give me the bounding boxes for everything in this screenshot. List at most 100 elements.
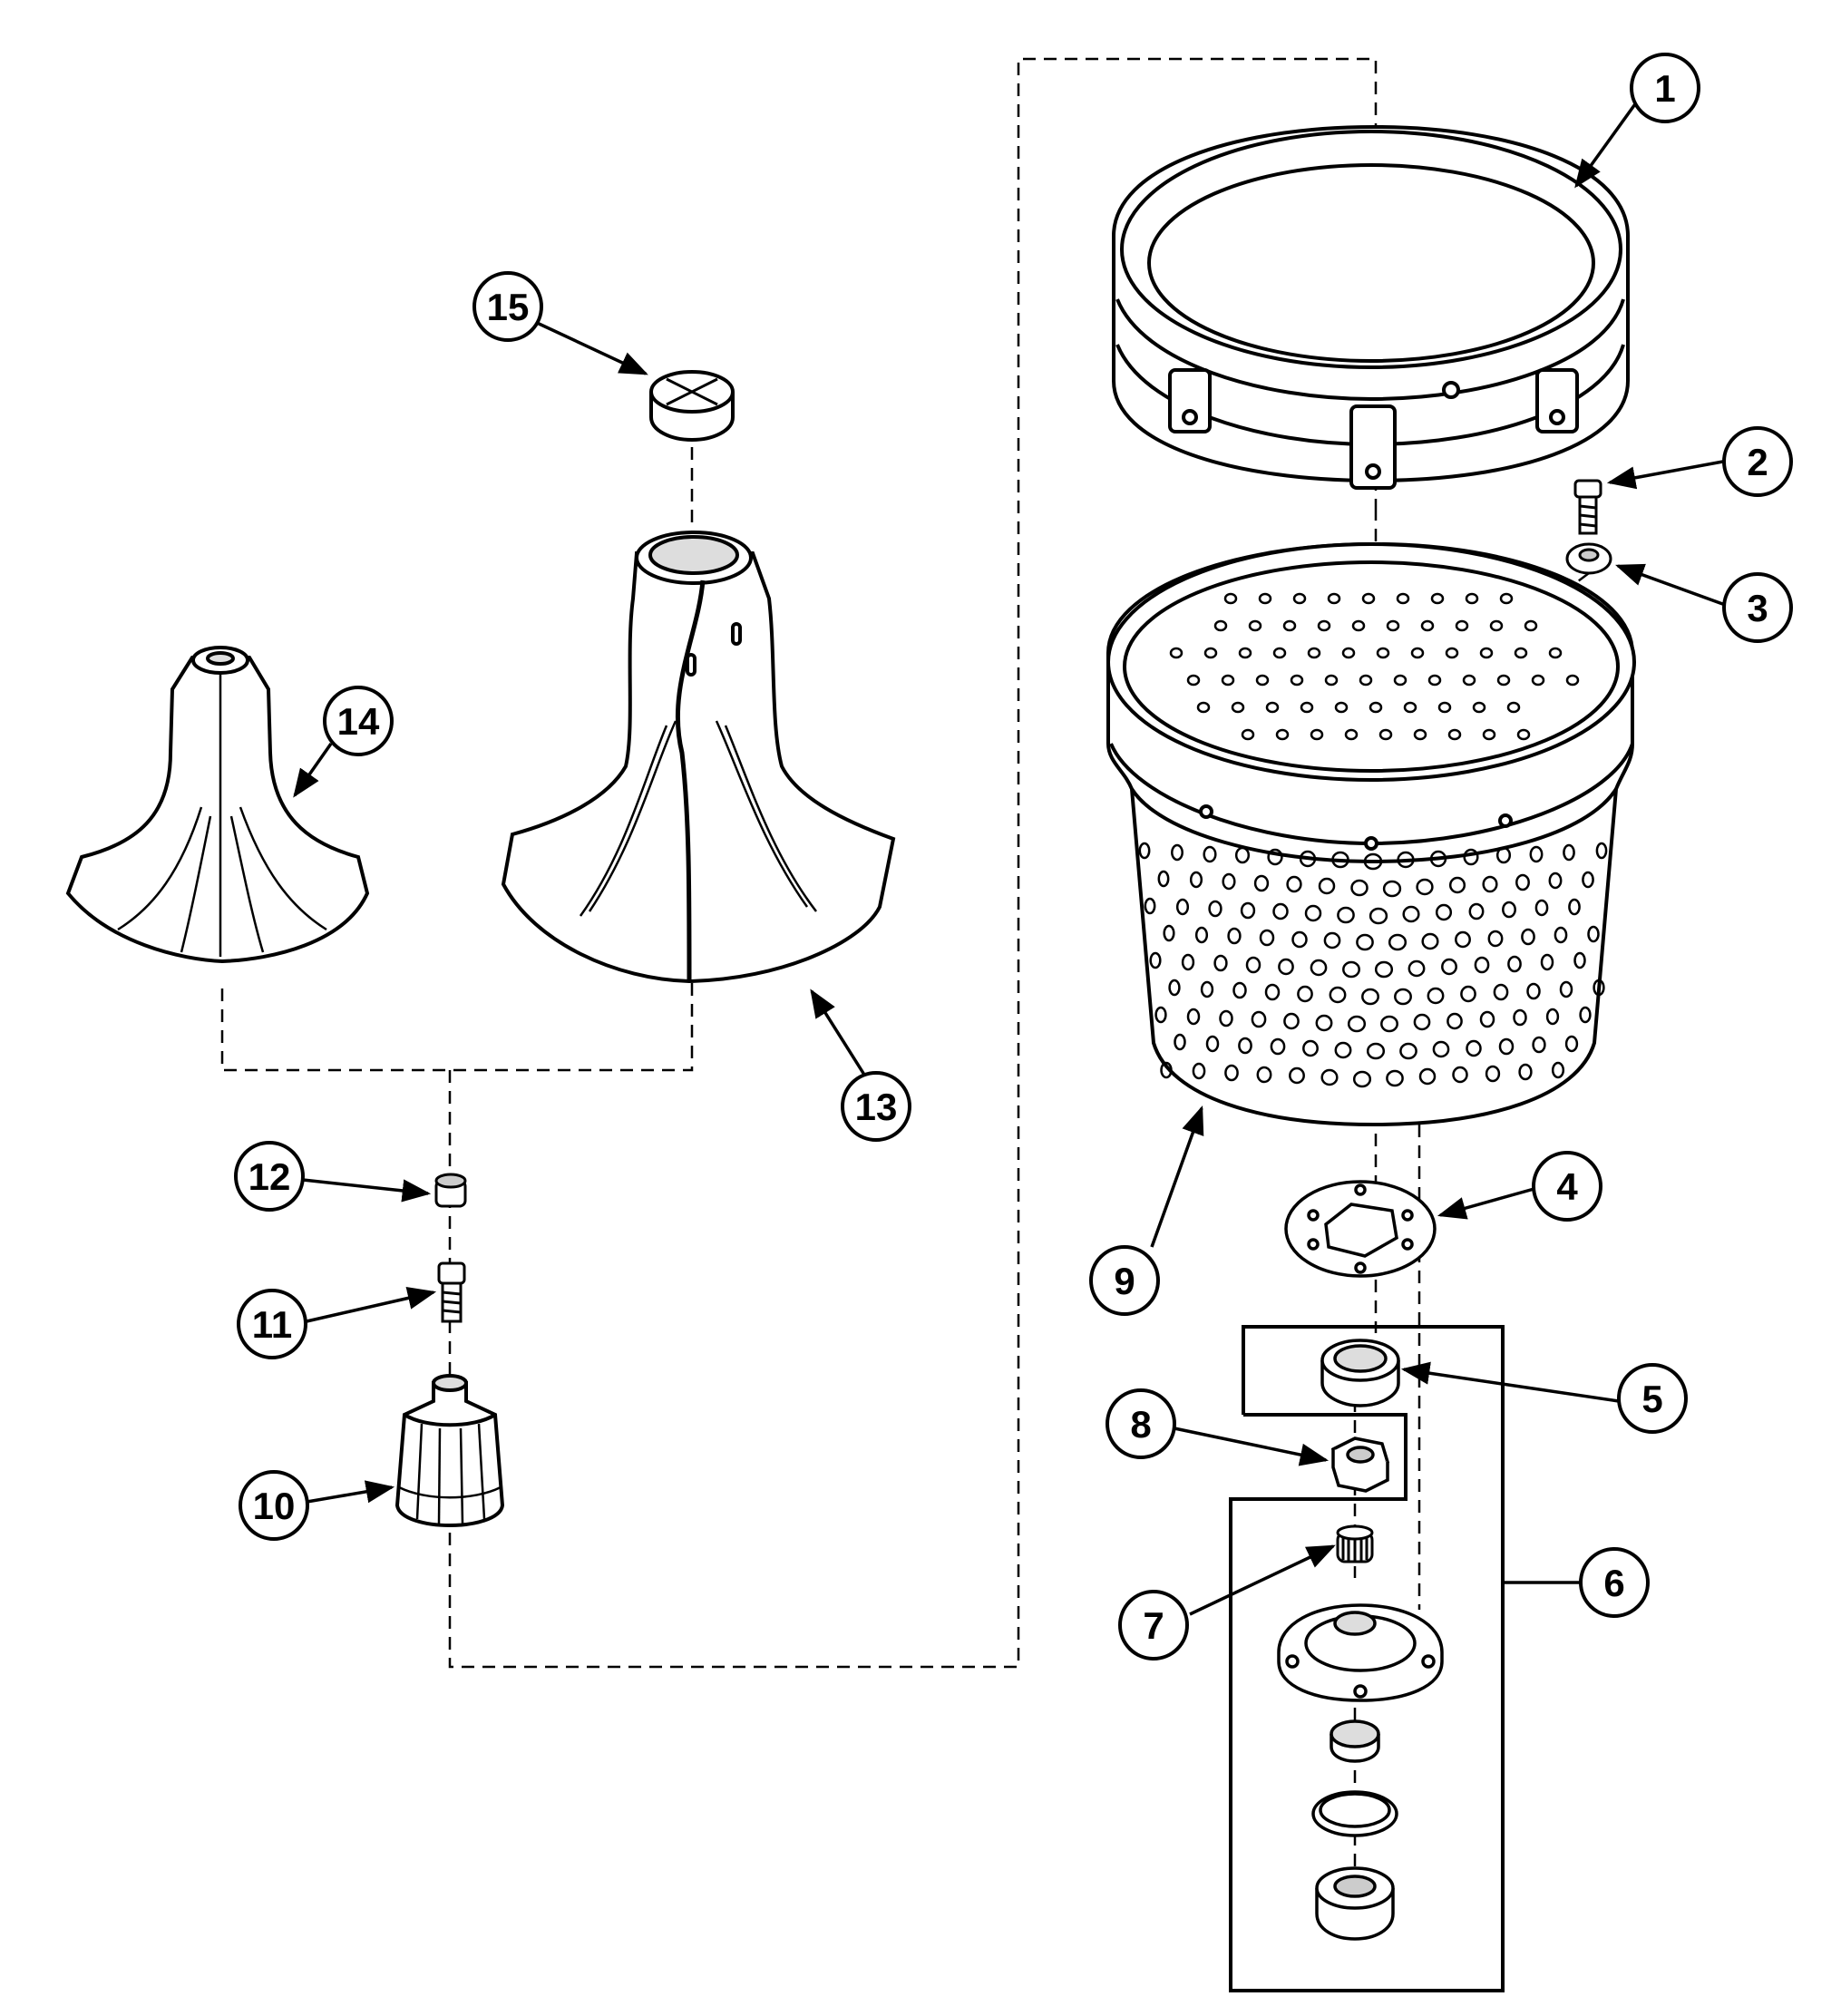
perforation-hole	[1272, 902, 1289, 920]
perforation-hole	[1565, 674, 1580, 687]
leader-arrows	[285, 100, 1729, 1616]
perforation-hole	[1521, 928, 1535, 946]
knob-part-10	[394, 1374, 505, 1528]
callout-8: 8	[1106, 1388, 1176, 1459]
callout-11: 11	[237, 1289, 307, 1359]
callout-2: 2	[1722, 426, 1793, 497]
hub-ring	[1311, 1790, 1398, 1837]
perforation-hole	[1463, 848, 1479, 866]
perforation-hole	[1231, 701, 1245, 714]
perforation-hole	[1378, 728, 1393, 741]
perforation-hole	[1427, 674, 1442, 687]
callout-9: 9	[1089, 1245, 1160, 1316]
perforation-hole	[1474, 956, 1490, 974]
perforation-hole	[1548, 647, 1563, 659]
perforation-hole	[1420, 619, 1435, 632]
perforation-hole	[1568, 898, 1581, 916]
perforation-hole	[1441, 958, 1457, 976]
perforation-hole	[1213, 954, 1228, 972]
perforation-hole	[1452, 1066, 1468, 1084]
perforation-hole	[1245, 956, 1261, 974]
perforation-hole	[1258, 592, 1272, 605]
perforation-hole	[1138, 842, 1151, 860]
perforation-hole	[1545, 1008, 1560, 1026]
perforation-hole	[1283, 1012, 1300, 1030]
perforation-hole	[1234, 846, 1251, 864]
perforation-hole	[1513, 1008, 1527, 1027]
callout-10: 10	[239, 1470, 309, 1541]
perforation-hole	[1208, 900, 1222, 918]
perforation-hole	[1462, 674, 1476, 687]
perforation-hole	[1506, 701, 1521, 714]
perforation-hole	[1289, 1066, 1305, 1085]
perforation-hole	[1482, 728, 1496, 741]
perforation-hole	[1221, 674, 1235, 687]
agitator-part-14	[65, 646, 370, 964]
perforation-hole	[1361, 988, 1379, 1006]
perforation-hole	[1267, 848, 1283, 866]
perforation-hole	[1554, 926, 1568, 944]
perforation-hole	[1344, 728, 1359, 741]
svg-text:15: 15	[487, 286, 530, 328]
perforation-hole	[1275, 728, 1290, 741]
perforation-hole	[1563, 843, 1575, 862]
perforation-hole	[1403, 701, 1417, 714]
perforation-hole	[1498, 1037, 1515, 1056]
perforation-hole	[1327, 592, 1341, 605]
perforation-hole	[1579, 1006, 1592, 1024]
callout-1: 1	[1630, 53, 1700, 123]
perforation-hole	[1331, 851, 1349, 869]
perforation-hole	[1203, 647, 1218, 659]
insert-part-12	[434, 1173, 467, 1208]
perforation-hole	[1479, 1010, 1495, 1028]
perforation-hole	[1485, 1065, 1501, 1083]
svg-text:14: 14	[337, 700, 380, 743]
perforation-hole	[1376, 647, 1390, 659]
perforation-hole	[1529, 845, 1544, 863]
perforation-hole	[1380, 1015, 1398, 1033]
svg-text:5: 5	[1641, 1378, 1662, 1420]
perforation-hole	[1356, 933, 1374, 951]
perforation-hole	[1455, 619, 1469, 632]
perforation-hole	[1472, 701, 1486, 714]
hub-bottom-seal	[1315, 1866, 1395, 1941]
perforation-hole	[1369, 907, 1388, 925]
perforation-hole	[1418, 1067, 1437, 1086]
perforation-hole	[1493, 983, 1509, 1001]
perforation-hole	[1270, 1037, 1286, 1056]
perforation-hole	[1369, 701, 1383, 714]
perforation-hole	[1334, 1041, 1352, 1059]
perforation-hole	[1430, 592, 1445, 605]
perforation-hole	[1192, 1062, 1206, 1080]
callout-4: 4	[1532, 1151, 1602, 1222]
perforation-hole	[1304, 904, 1322, 922]
perforation-hole	[1446, 1012, 1463, 1030]
perforation-hole	[1394, 988, 1412, 1006]
perforation-hole	[1189, 871, 1203, 889]
perforation-hole	[1272, 647, 1287, 659]
perforation-hole	[1323, 931, 1341, 950]
svg-text:9: 9	[1114, 1260, 1135, 1302]
svg-text:2: 2	[1747, 441, 1768, 483]
perforation-hole	[1507, 955, 1522, 973]
svg-text:4: 4	[1556, 1165, 1578, 1208]
perforation-hole	[1186, 1008, 1201, 1026]
perforation-hole	[1593, 979, 1605, 997]
callout-13: 13	[841, 1071, 911, 1142]
perforation-hole	[1203, 845, 1217, 863]
perforation-hole	[1532, 1036, 1546, 1054]
perforation-hole	[1219, 1009, 1233, 1027]
agitator-part-13	[501, 531, 896, 984]
perforation-hole	[1299, 850, 1317, 868]
perforation-hole	[1224, 1064, 1239, 1082]
perforation-hole	[1196, 701, 1211, 714]
perforation-hole	[1144, 897, 1156, 915]
perforation-hole	[1291, 930, 1308, 949]
perforation-hole	[1388, 933, 1408, 951]
perforated-basket-part-9	[1106, 541, 1636, 1127]
perforation-hole	[1163, 924, 1175, 942]
perforation-hole	[1382, 880, 1402, 898]
perforation-hole	[1282, 619, 1297, 632]
perforation-hole	[1531, 674, 1545, 687]
